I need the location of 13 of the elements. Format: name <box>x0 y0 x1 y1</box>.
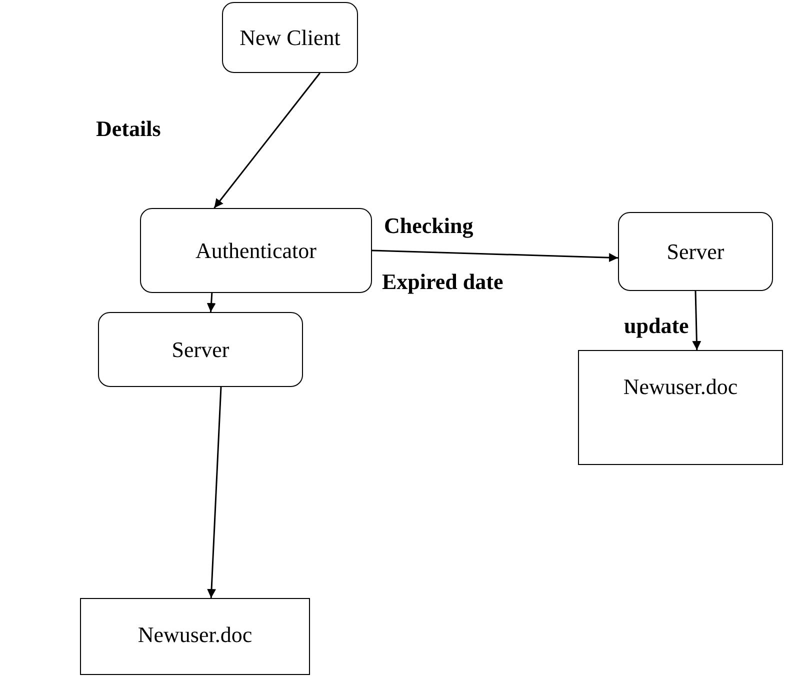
arrow <box>206 292 216 312</box>
arrow <box>214 72 321 208</box>
annotation-label: Details <box>96 115 161 142</box>
process-box: Authenticator <box>140 208 372 293</box>
process-box: Server <box>98 312 303 387</box>
annotation-label: Expired date <box>382 268 504 296</box>
arrow <box>207 386 222 598</box>
process-box: New Client <box>222 2 358 73</box>
arrow <box>372 250 618 262</box>
document-box: Newuser.doc <box>578 350 783 465</box>
process-box: Server <box>618 212 773 291</box>
document-box: Newuser.doc <box>80 598 310 675</box>
arrow <box>692 290 702 350</box>
